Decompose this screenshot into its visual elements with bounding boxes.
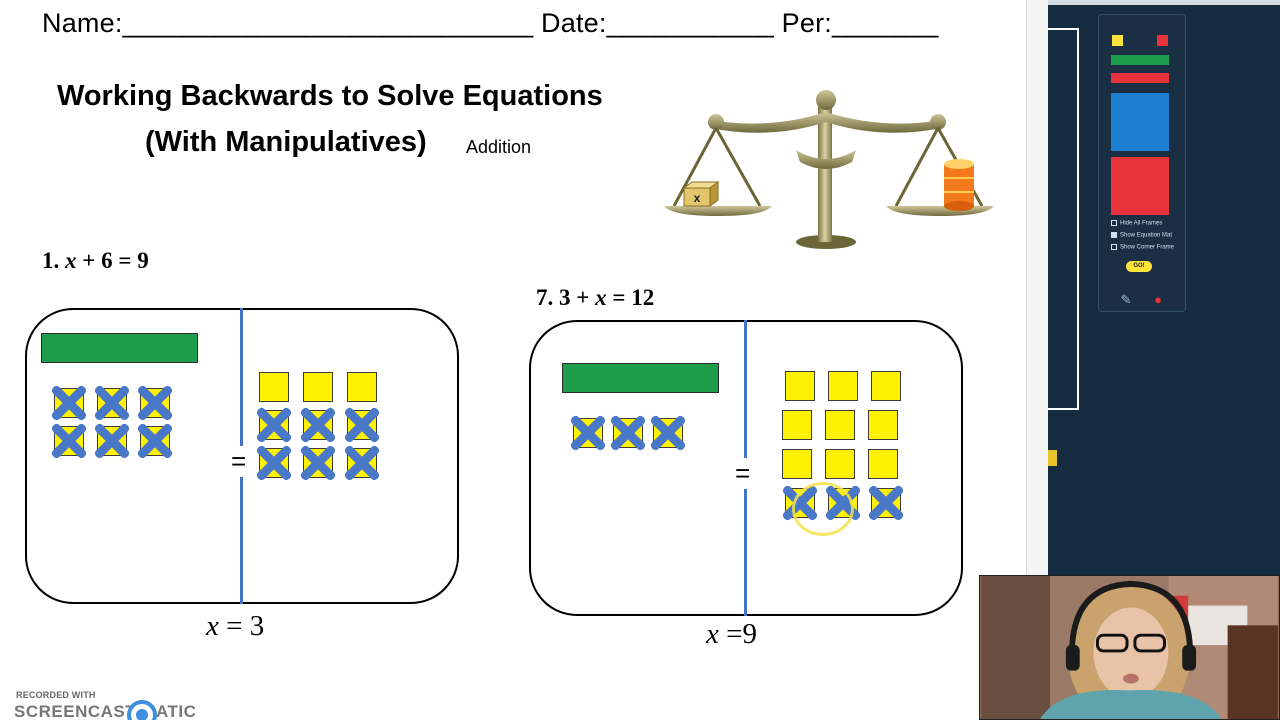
watermark-brand-text: SCREENCAST MATIC — [14, 702, 197, 720]
cursor-highlight — [792, 482, 854, 536]
problem-1-answer-variable: x — [206, 610, 219, 642]
tile-palette: Hide All Frames Show Equation Mat Show C… — [1098, 14, 1186, 312]
problem-7-equation-rest: = 12 — [606, 285, 655, 310]
crossed-unit-tile[interactable] — [97, 388, 127, 418]
unit-tile[interactable] — [785, 371, 815, 401]
unit-tile[interactable] — [825, 410, 855, 440]
worksheet-subtitle: Addition — [466, 137, 532, 157]
problem-7-variable: x — [595, 285, 607, 310]
unit-tile[interactable] — [828, 371, 858, 401]
go-button[interactable]: GO! — [1126, 261, 1152, 272]
mat-1-x-bar[interactable] — [41, 333, 198, 363]
crossed-unit-tile[interactable] — [613, 418, 643, 448]
unit-tile[interactable] — [868, 410, 898, 440]
unit-tile-tab[interactable] — [1048, 450, 1057, 466]
problem-1-equation: 1. x + 6 = 9 — [42, 248, 149, 274]
crossed-unit-tile[interactable] — [54, 388, 84, 418]
palette-negative-x-bar[interactable] — [1111, 73, 1169, 83]
crossed-unit-tile[interactable] — [259, 410, 289, 440]
mat-7-x-bar[interactable] — [562, 363, 719, 393]
name-date-period-header: Name:___________________________ Date:__… — [42, 8, 939, 38]
crossed-unit-tile[interactable] — [259, 448, 289, 478]
presenter-webcam — [979, 575, 1280, 720]
mat-7-equals-sign: = — [733, 458, 753, 489]
crossed-unit-tile[interactable] — [140, 426, 170, 456]
watermark-small-text: RECORDED WITH — [16, 690, 96, 700]
page-edge — [1026, 0, 1048, 720]
unit-tile[interactable] — [259, 372, 289, 402]
unit-tile[interactable] — [871, 371, 901, 401]
crossed-unit-tile[interactable] — [347, 410, 377, 440]
worksheet-title-line2: (With Manipulatives) — [145, 126, 427, 158]
problem-1-answer-value: = 3 — [218, 610, 265, 642]
show-equation-mat-label: Show Equation Mat — [1120, 232, 1173, 239]
checkbox-checked-icon — [1111, 232, 1117, 238]
problem-1-variable: x — [65, 248, 77, 273]
checkbox-icon — [1111, 244, 1117, 250]
unit-tile[interactable] — [868, 449, 898, 479]
crossed-unit-tile[interactable] — [97, 426, 127, 456]
screencast-watermark: RECORDED WITH SCREENCAST MATIC — [14, 688, 234, 720]
palette-x-bar[interactable] — [1111, 55, 1169, 65]
problem-1-answer: x = 3 — [206, 610, 264, 643]
unit-tile[interactable] — [347, 372, 377, 402]
show-equation-mat-checkbox[interactable]: Show Equation Mat — [1111, 232, 1172, 239]
crossed-unit-tile[interactable] — [653, 418, 683, 448]
balance-scale-image: x — [664, 90, 994, 249]
eraser-icon[interactable]: ✎ — [1120, 292, 1132, 307]
problem-7-equation: 7. 3 + x = 12 — [536, 285, 654, 311]
problem-7-answer-variable: x — [706, 618, 719, 650]
problem-7-equation-pre: 3 + — [559, 285, 596, 310]
crossed-unit-tile[interactable] — [140, 388, 170, 418]
problem-1-equation-rest: + 6 = 9 — [76, 248, 149, 273]
unit-tile[interactable] — [303, 372, 333, 402]
crossed-unit-tile[interactable] — [573, 418, 603, 448]
palette-negative-unit-tile[interactable] — [1157, 35, 1168, 46]
palette-unit-tile[interactable] — [1112, 35, 1123, 46]
problem-7-answer-value: =9 — [718, 618, 757, 650]
corner-frame-outline — [1048, 28, 1079, 410]
unit-tile[interactable] — [782, 449, 812, 479]
panel-top-strip — [1048, 0, 1280, 5]
crossed-unit-tile[interactable] — [871, 488, 901, 518]
scale-x-box-label: x — [694, 191, 701, 205]
crossed-unit-tile[interactable] — [303, 410, 333, 440]
hide-all-frames-checkbox[interactable]: Hide All Frames — [1111, 220, 1162, 227]
hide-all-frames-label: Hide All Frames — [1120, 220, 1163, 227]
problem-7-answer: x =9 — [706, 618, 757, 651]
problem-1-number: 1. — [42, 248, 60, 273]
unit-tile[interactable] — [782, 410, 812, 440]
show-corner-frame-label: Show Corner Frame — [1120, 244, 1175, 251]
palette-red-tile[interactable] — [1111, 157, 1169, 215]
record-icon[interactable]: ● — [1154, 292, 1162, 307]
problem-7-number: 7. — [536, 285, 554, 310]
crossed-unit-tile[interactable] — [54, 426, 84, 456]
unit-tile[interactable] — [825, 449, 855, 479]
crossed-unit-tile[interactable] — [347, 448, 377, 478]
palette-blue-tile[interactable] — [1111, 93, 1169, 151]
checkbox-icon — [1111, 220, 1117, 226]
screencast-logo-icon — [127, 700, 157, 720]
mat-1-equals-sign: = — [229, 446, 249, 477]
worksheet-title-line1: Working Backwards to Solve Equations — [57, 80, 603, 112]
worksheet-page: Name:___________________________ Date:__… — [0, 0, 1026, 720]
show-corner-frame-checkbox[interactable]: Show Corner Frame — [1111, 244, 1174, 251]
crossed-unit-tile[interactable] — [303, 448, 333, 478]
